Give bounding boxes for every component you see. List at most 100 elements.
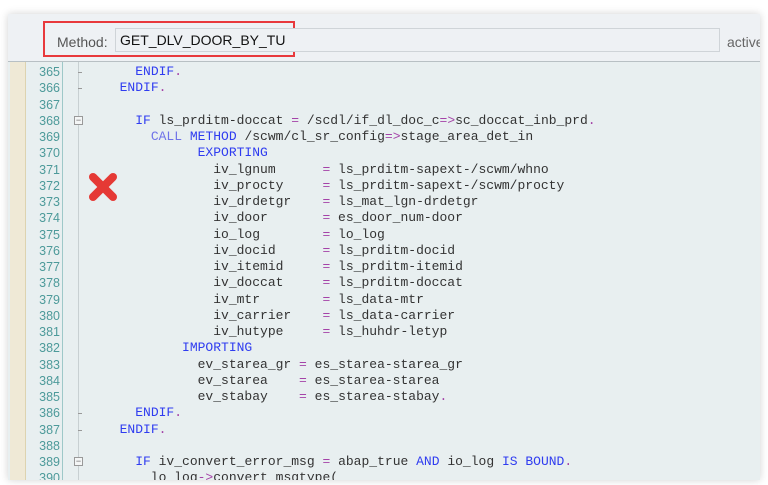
line-number: 379 bbox=[39, 292, 60, 307]
method-label: Method: bbox=[57, 34, 108, 50]
code-token: iv_door bbox=[104, 210, 323, 226]
operator-token: = bbox=[322, 210, 331, 226]
code-text: iv_lgnum = ls_prditm-sapext-/scwm/whno bbox=[104, 162, 548, 178]
fold-gutter-line bbox=[78, 62, 79, 480]
code-token: ev_starea_gr bbox=[104, 356, 300, 372]
fold-toggle-icon[interactable]: − bbox=[74, 456, 83, 466]
fold-toggle-icon[interactable]: − bbox=[74, 114, 83, 125]
code-token bbox=[104, 64, 135, 79]
code-line[interactable]: 383 ev_starea_gr = es_starea-starea_gr bbox=[8, 357, 760, 373]
method-name-field[interactable]: GET_DLV_DOOR_BY_TU bbox=[115, 28, 720, 52]
code-text: iv_procty = ls_prditm-sapext-/scwm/proct… bbox=[104, 178, 564, 194]
code-token: iv_mtr bbox=[104, 291, 323, 307]
code-line[interactable]: 374 iv_door = es_door_num-door bbox=[8, 210, 760, 226]
code-text: EXPORTING bbox=[104, 145, 268, 161]
code-token: /scdl/if_dl_doc_c bbox=[299, 112, 440, 128]
operator-token: = bbox=[322, 307, 331, 323]
code-token: sc_doccat_inb_prd bbox=[455, 112, 588, 128]
line-number: 371 bbox=[39, 162, 60, 177]
keyword-token: ENDIF bbox=[135, 405, 175, 421]
code-line[interactable]: 375 io_log = lo_log bbox=[8, 227, 760, 243]
code-token: lo_log bbox=[104, 470, 198, 480]
operator-token: = bbox=[299, 389, 307, 404]
code-line[interactable]: 370 EXPORTING bbox=[8, 145, 760, 161]
code-line[interactable]: 390 lo_log->convert_msgtype( bbox=[8, 470, 760, 480]
code-text: iv_doccat = ls_prditm-doccat bbox=[104, 275, 463, 291]
code-line[interactable]: 380 iv_carrier = ls_data-carrier bbox=[8, 308, 760, 324]
code-line[interactable]: 367 bbox=[8, 97, 760, 113]
code-line[interactable]: 387 ENDIF. bbox=[8, 422, 760, 438]
code-text: ev_starea_gr = es_starea-starea_gr bbox=[104, 357, 463, 373]
keyword-token: CALL bbox=[150, 129, 183, 144]
code-token: ls_prditm-docid bbox=[330, 242, 456, 258]
operator-token: = bbox=[322, 242, 331, 258]
line-number: 367 bbox=[39, 97, 60, 112]
code-token: ls_data-mtr bbox=[330, 291, 424, 307]
code-line[interactable]: 365 ENDIF. bbox=[8, 64, 760, 80]
code-token bbox=[104, 129, 151, 144]
keyword-token: AND bbox=[416, 454, 440, 469]
code-token bbox=[104, 454, 135, 469]
code-line[interactable]: 368− IF ls_prditm-doccat = /scdl/if_dl_d… bbox=[8, 113, 760, 129]
code-line[interactable]: 384 ev_starea = es_starea-starea bbox=[8, 373, 760, 389]
code-line[interactable]: 378 iv_doccat = ls_prditm-doccat bbox=[8, 275, 760, 291]
keyword-token: METHOD bbox=[189, 129, 237, 144]
code-line[interactable]: 373 iv_drdetgr = ls_mat_lgn-drdetgr bbox=[8, 194, 760, 210]
operator-token: . bbox=[439, 389, 448, 404]
code-text: iv_docid = ls_prditm-docid bbox=[104, 243, 455, 259]
operator-token: => bbox=[384, 129, 401, 144]
code-token: ls_prditm-itemid bbox=[330, 259, 463, 274]
line-number: 386 bbox=[39, 406, 60, 421]
keyword-token: IS BOUND bbox=[501, 454, 565, 469]
code-text: io_log = lo_log bbox=[104, 227, 385, 243]
code-token bbox=[104, 113, 135, 128]
code-line[interactable]: 386 ENDIF. bbox=[8, 405, 760, 421]
code-token: io_log bbox=[439, 454, 502, 469]
keyword-token: IMPORTING bbox=[182, 340, 253, 356]
code-text: ev_stabay = es_starea-stabay. bbox=[104, 389, 448, 405]
operator-token: = bbox=[322, 275, 331, 291]
code-token: ls_prditm-doccat bbox=[330, 275, 463, 291]
code-token: ev_starea bbox=[104, 372, 300, 388]
line-number: 382 bbox=[39, 341, 60, 356]
code-line[interactable]: 389− IF iv_convert_error_msg = abap_true… bbox=[8, 454, 760, 470]
code-token bbox=[104, 80, 120, 95]
code-line[interactable]: 377 iv_itemid = ls_prditm-itemid bbox=[8, 259, 760, 275]
line-number: 373 bbox=[39, 195, 60, 209]
status-label: active bbox=[727, 34, 760, 50]
line-number: 385 bbox=[39, 390, 60, 404]
code-line[interactable]: 376 iv_docid = ls_prditm-docid bbox=[8, 243, 760, 259]
code-line[interactable]: 371 iv_lgnum = ls_prditm-sapext-/scwm/wh… bbox=[8, 162, 760, 178]
code-line[interactable]: 369 CALL METHOD /scwm/cl_sr_config=>stag… bbox=[8, 129, 760, 145]
line-number: 381 bbox=[39, 325, 60, 339]
line-number: 376 bbox=[39, 243, 60, 258]
code-line[interactable]: 382 IMPORTING bbox=[8, 340, 760, 356]
fold-end-marker bbox=[78, 88, 82, 90]
code-text: iv_itemid = ls_prditm-itemid bbox=[104, 259, 463, 275]
operator-token: . bbox=[174, 405, 183, 421]
code-line[interactable]: 366 ENDIF. bbox=[8, 80, 760, 96]
line-number: 389 bbox=[39, 455, 60, 469]
operator-token: = bbox=[322, 177, 331, 193]
operator-token: -> bbox=[197, 470, 214, 480]
editor-window: Method: GET_DLV_DOOR_BY_TU active 365 EN… bbox=[8, 14, 760, 480]
line-number: 366 bbox=[39, 81, 60, 96]
line-number: 365 bbox=[39, 65, 60, 79]
code-token bbox=[104, 422, 120, 437]
operator-token: = bbox=[299, 372, 307, 388]
code-line[interactable]: 379 iv_mtr = ls_data-mtr bbox=[8, 292, 760, 308]
code-token: ls_data-carrier bbox=[330, 307, 456, 323]
operator-token: = bbox=[299, 356, 307, 372]
keyword-token: IF bbox=[135, 454, 151, 469]
code-line[interactable]: 385 ev_stabay = es_starea-stabay. bbox=[8, 389, 760, 405]
code-token: iv_drdetgr bbox=[104, 194, 323, 209]
code-token: ls_huhdr-letyp bbox=[330, 324, 448, 339]
code-line[interactable]: 388 bbox=[8, 438, 760, 454]
code-line[interactable]: 372 iv_procty = ls_prditm-sapext-/scwm/p… bbox=[8, 178, 760, 194]
code-token: iv_carrier bbox=[104, 307, 323, 323]
keyword-token: EXPORTING bbox=[197, 145, 268, 161]
code-line[interactable]: 381 iv_hutype = ls_huhdr-letyp bbox=[8, 324, 760, 340]
code-token bbox=[104, 405, 135, 420]
line-number: 370 bbox=[39, 146, 60, 161]
